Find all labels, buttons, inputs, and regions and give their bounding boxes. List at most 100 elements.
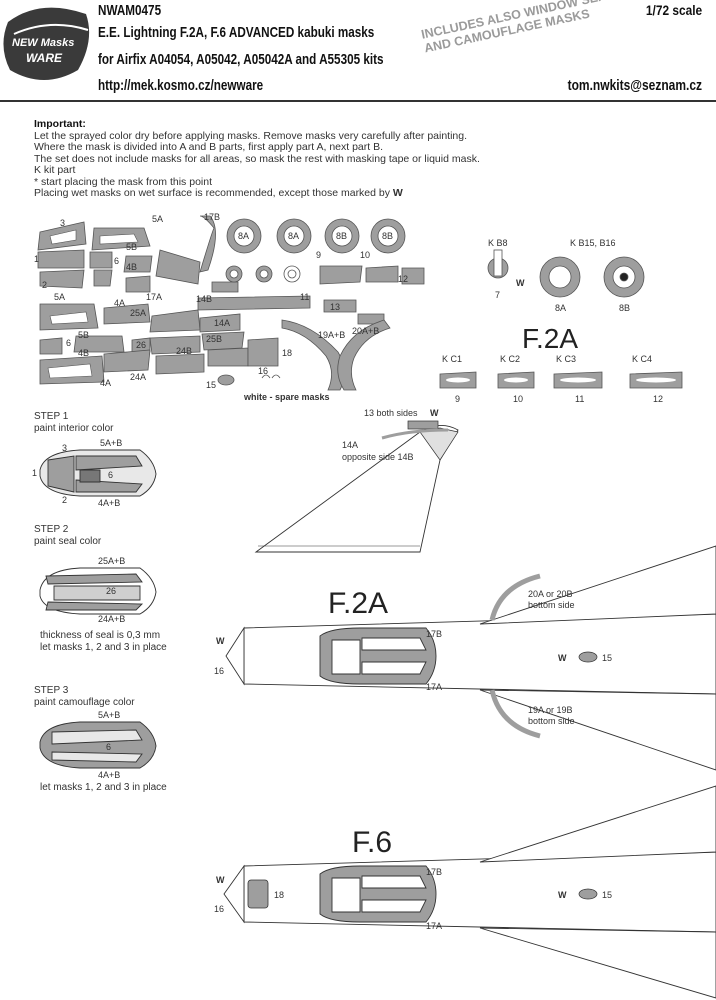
sheet-part-label: 14A bbox=[214, 318, 230, 328]
step-1-label: 1 bbox=[32, 468, 37, 478]
sheet-part-label: 15 bbox=[206, 380, 216, 390]
sheet-part-label: 16 bbox=[258, 366, 268, 376]
windows-title: F.2A bbox=[522, 323, 578, 354]
step-1-label: 2 bbox=[62, 495, 67, 505]
sheet-part-label: 17A bbox=[146, 292, 162, 302]
fin-label-13: 13 both sides bbox=[364, 408, 418, 418]
sheet-part-label: 6 bbox=[114, 256, 119, 266]
instruction-line: Let the sprayed color dry before applyin… bbox=[34, 129, 468, 142]
main-wheel-num-b: 8B bbox=[619, 303, 630, 313]
sheet-part-label: 25B bbox=[206, 334, 222, 344]
window-kit-label: K C1 bbox=[442, 354, 462, 364]
sheet-part-label: 5A bbox=[152, 214, 163, 224]
window-kit-label: K C4 bbox=[632, 354, 652, 364]
sheet-part-label: 5B bbox=[126, 242, 137, 252]
sheet-part-label: 25A bbox=[130, 308, 146, 318]
f6-label-17a: 17A bbox=[426, 921, 442, 931]
email-address: tom.nwkits@seznam.cz bbox=[567, 77, 702, 94]
spare-caption: white - spare masks bbox=[243, 392, 330, 402]
wet-mark: W bbox=[558, 653, 567, 663]
step-3-label: 4A+B bbox=[98, 770, 120, 780]
step-note: thickness of seal is 0,3 mm bbox=[40, 630, 161, 641]
step-3-text: STEP 3 paint camouflage color bbox=[34, 685, 135, 708]
step-3-label: 6 bbox=[106, 742, 111, 752]
step-1-label: 6 bbox=[108, 470, 113, 480]
step-3-canopy bbox=[39, 721, 157, 769]
f2a-label-20-sub: bottom side bbox=[528, 600, 575, 610]
sheet-part-label: 24B bbox=[176, 346, 192, 356]
wet-mark: W bbox=[516, 278, 525, 288]
window-mask-number: 10 bbox=[513, 394, 523, 404]
step-2-notes: thickness of seal is 0,3 mm let masks 1,… bbox=[40, 630, 167, 653]
window-mask-number: 11 bbox=[575, 394, 584, 404]
step-1-canopy bbox=[39, 449, 157, 497]
wheel-ring-label: 8B bbox=[336, 231, 347, 241]
brand-logo: NEW Masks WARE bbox=[3, 7, 90, 81]
step-title: STEP 3 bbox=[34, 685, 69, 696]
step-2-canopy bbox=[39, 567, 157, 615]
fin-label-14a-sub: opposite side 14B bbox=[342, 452, 414, 462]
sheet-part-label: 19A+B bbox=[318, 330, 345, 340]
mask-18-position bbox=[247, 879, 269, 909]
step-title: STEP 1 bbox=[34, 411, 69, 422]
main-wheel-num-a: 8A bbox=[555, 303, 566, 313]
sheet-part-label: 17B bbox=[204, 212, 220, 222]
step-2-label: 25A+B bbox=[98, 556, 125, 566]
sheet-part-label: 2 bbox=[42, 280, 47, 290]
wet-mark: W bbox=[216, 875, 225, 885]
step-1-text: STEP 1 paint interior color bbox=[34, 411, 113, 434]
wheel-ring-label: 8A bbox=[238, 231, 249, 241]
step-title: STEP 2 bbox=[34, 524, 69, 535]
product-code: NWAM0475 bbox=[98, 2, 162, 19]
instruction-line: Where the mask is divided into A and B p… bbox=[34, 141, 384, 153]
step-1-label: 4A+B bbox=[98, 498, 120, 508]
nose-wheel-num: 7 bbox=[495, 290, 500, 300]
window-kit-label: K C2 bbox=[500, 354, 520, 364]
website-url: http://mek.kosmo.cz/newware bbox=[98, 77, 264, 94]
sheet-part-label: 5A bbox=[54, 292, 65, 302]
step-subtitle: paint camouflage color bbox=[34, 696, 135, 708]
wet-mark: W bbox=[216, 636, 225, 646]
f2a-label-20: 20A or 20B bbox=[528, 589, 573, 599]
title-line-1: E.E. Lightning F.2A, F.6 ADVANCED kabuki… bbox=[98, 24, 375, 41]
sheet-part-label: 4B bbox=[78, 348, 89, 358]
sheet-part-label: 26 bbox=[136, 340, 146, 350]
brand-top-text: NEW Masks bbox=[12, 37, 74, 49]
scale-label: 1/72 scale bbox=[645, 2, 702, 18]
mask-15-position bbox=[578, 888, 598, 900]
window-opening bbox=[504, 377, 528, 383]
f6-label-15: 15 bbox=[602, 890, 612, 900]
step-1-label: 5A+B bbox=[100, 438, 122, 448]
sheet-part-label: 4A bbox=[100, 378, 111, 388]
instructions-block: Important: Let the sprayed color dry bef… bbox=[34, 118, 480, 200]
fin-label-14a: 14A bbox=[342, 440, 358, 450]
main-wheel-label: K B15, B16 bbox=[570, 238, 616, 248]
window-mask-number: 9 bbox=[455, 394, 460, 404]
f6-label-18: 18 bbox=[274, 890, 284, 900]
f2a-label-17b: 17B bbox=[426, 629, 442, 639]
window-kit-label: K C3 bbox=[556, 354, 576, 364]
instruction-line: The set does not include masks for all a… bbox=[34, 152, 480, 165]
instruction-line: K kit part bbox=[34, 164, 76, 176]
step-2-label: 26 bbox=[106, 586, 116, 596]
step-subtitle: paint interior color bbox=[34, 422, 114, 434]
f6-label-16: 16 bbox=[214, 904, 224, 914]
sheet-part-label: 1 bbox=[34, 254, 39, 264]
window-opening bbox=[446, 377, 470, 383]
f2a-label-16: 16 bbox=[214, 666, 224, 676]
sheet-part-label: 13 bbox=[330, 302, 340, 312]
wet-mark: W bbox=[392, 187, 403, 199]
sheet-part-label: 6 bbox=[66, 338, 71, 348]
nose-wheel-label: K B8 bbox=[488, 238, 508, 248]
sheet-part-label: 4A bbox=[114, 298, 125, 308]
window-opening bbox=[560, 377, 596, 383]
step-2-label: 24A+B bbox=[98, 614, 125, 624]
instruction-text: Placing wet masks on wet surface is reco… bbox=[34, 187, 390, 199]
wet-mark: W bbox=[430, 408, 439, 418]
window-opening bbox=[636, 377, 676, 383]
